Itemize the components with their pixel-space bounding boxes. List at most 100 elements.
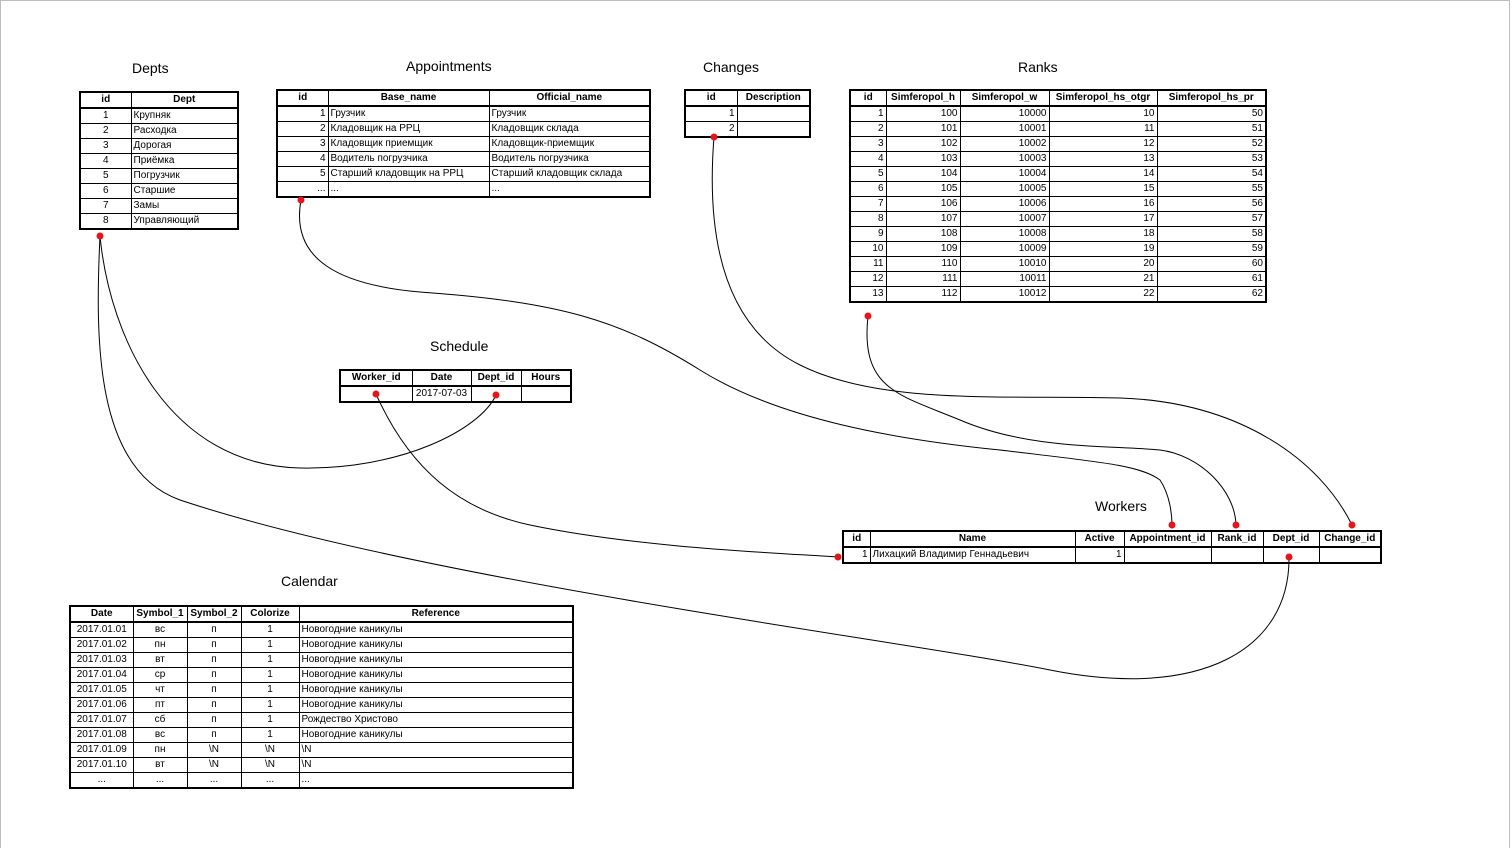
- table-cell: 2017.01.08: [69, 727, 134, 743]
- table-cell: 10006: [959, 196, 1050, 212]
- table-cell: 106: [885, 196, 961, 212]
- table-cell: 51: [1156, 121, 1267, 137]
- table-cell: 1: [240, 727, 300, 743]
- table-cell: 105: [885, 181, 961, 197]
- column-header: Symbol_1: [132, 605, 188, 623]
- table-cell: 100: [885, 105, 961, 122]
- table-cell: 10009: [959, 241, 1050, 257]
- table-cell: 2017.01.05: [69, 682, 134, 698]
- table-cell: 21: [1048, 271, 1158, 287]
- table-cell: 110: [885, 256, 961, 272]
- table-cell: 104: [885, 166, 961, 182]
- table-cell: 56: [1156, 196, 1267, 212]
- column-header: Date: [69, 605, 134, 623]
- table-cell: 53: [1156, 151, 1267, 167]
- table-cell: 2017.01.10: [69, 757, 134, 773]
- table-cell: 2017.01.04: [69, 667, 134, 683]
- table-cell: 1: [849, 105, 887, 122]
- table-cell: 60: [1156, 256, 1267, 272]
- table-cell: Лихацкий Владимир Геннадьевич: [869, 546, 1076, 564]
- table-cell: Старшие: [130, 183, 239, 199]
- table-cell: вс: [132, 727, 188, 743]
- table-cell: Новогодние каникулы: [298, 667, 574, 683]
- table-cell: [1123, 546, 1212, 564]
- table-cell: 13: [1048, 151, 1158, 167]
- table-cell: 12: [849, 271, 887, 287]
- table-cell: Грузчик: [327, 105, 490, 122]
- table-cell: ...: [327, 181, 490, 198]
- column-header: Change_id: [1318, 530, 1382, 548]
- table-cell: 10002: [959, 136, 1050, 152]
- column-header: Appointment_id: [1123, 530, 1212, 548]
- table-cell: [520, 385, 572, 403]
- table-cell: 1: [842, 546, 871, 564]
- table-cell: Водитель погрузчика: [327, 151, 490, 167]
- workers-title: Workers: [1095, 498, 1147, 514]
- table-cell: сб: [132, 712, 188, 728]
- table-cell: ср: [132, 667, 188, 683]
- table-cell: 1: [240, 697, 300, 713]
- table-cell: [339, 385, 413, 403]
- table-cell: 22: [1048, 286, 1158, 303]
- table-cell: [1318, 546, 1382, 564]
- table-cell: п: [186, 667, 242, 683]
- table-cell: 12: [1048, 136, 1158, 152]
- table-cell: 10011: [959, 271, 1050, 287]
- table-cell: 55: [1156, 181, 1267, 197]
- column-header: id: [842, 530, 871, 548]
- table-cell: чт: [132, 682, 188, 698]
- column-header: id: [849, 89, 887, 107]
- table-cell: 2: [276, 121, 329, 137]
- table-cell: ...: [69, 772, 134, 789]
- column-header: id: [684, 89, 738, 107]
- table-cell: Приёмка: [130, 153, 239, 169]
- table-cell: пн: [132, 742, 188, 758]
- table-cell: 10000: [959, 105, 1050, 122]
- table-cell: 107: [885, 211, 961, 227]
- column-header: Dept_id: [1262, 530, 1320, 548]
- column-header: id: [79, 91, 132, 109]
- table-cell: Грузчик: [488, 105, 651, 122]
- table-cell: 1: [240, 667, 300, 683]
- table-cell: 4: [849, 151, 887, 167]
- table-cell: 2017.01.02: [69, 637, 134, 653]
- table-cell: 10: [1048, 105, 1158, 122]
- column-header: Dept_id: [470, 369, 522, 387]
- table-cell: [736, 105, 811, 122]
- table-cell: Расходка: [130, 123, 239, 139]
- table-cell: 6: [79, 183, 132, 199]
- table-cell: 10001: [959, 121, 1050, 137]
- table-cell: Кладовщик-приемщик: [488, 136, 651, 152]
- table-cell: Новогодние каникулы: [298, 652, 574, 668]
- table-cell: 9: [849, 226, 887, 242]
- column-header: Worker_id: [339, 369, 413, 387]
- table-row: 1: [684, 105, 811, 122]
- table-cell: \N: [240, 757, 300, 773]
- table-cell: Кладовщик на РРЦ: [327, 121, 490, 137]
- table-cell: Погрузчик: [130, 168, 239, 184]
- calendar-title: Calendar: [281, 573, 338, 589]
- column-header: Hours: [520, 369, 572, 387]
- table-cell: 5: [849, 166, 887, 182]
- table-cell: Водитель погрузчика: [488, 151, 651, 167]
- table-cell: Замы: [130, 198, 239, 214]
- table-cell: 52: [1156, 136, 1267, 152]
- table-cell: Кладовщик приемщик: [327, 136, 490, 152]
- table-cell: 5: [276, 166, 329, 182]
- table-cell: п: [186, 712, 242, 728]
